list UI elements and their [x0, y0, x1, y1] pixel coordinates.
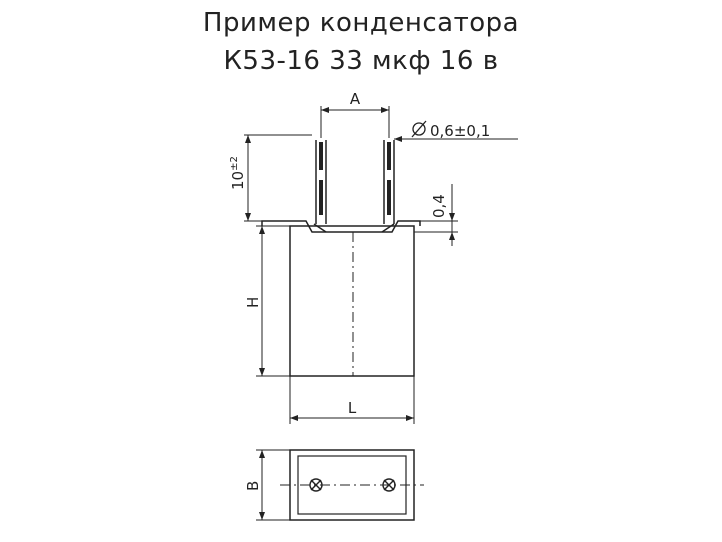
title-line-1: Пример конденсатора [202, 8, 520, 38]
dim-lead-length-value: 10 [229, 171, 247, 190]
body-collar-left [261, 220, 318, 233]
lead-hole-right-icon [382, 478, 396, 492]
lead-hole-left-icon [309, 478, 323, 492]
dim-gap-label: 0,4 [430, 194, 448, 218]
lead-right [381, 140, 395, 233]
capacitor-body [289, 225, 415, 377]
dim-l-label: L [348, 399, 357, 417]
dim-lead-length-tolerance: ±2 [229, 156, 240, 171]
lead-left [313, 140, 327, 233]
title-line-2: К53-16 33 мкф 16 в [223, 46, 499, 76]
dim-b-label: B [244, 481, 262, 491]
dim-h-label: H [244, 297, 262, 308]
body-collar-right [386, 220, 421, 233]
dim-diameter-label: 0,6±0,1 [430, 122, 490, 140]
dim-lead-length-label: 10±2 [229, 156, 247, 190]
dim-a-label: A [350, 90, 361, 108]
diameter-symbol-icon [412, 122, 426, 136]
